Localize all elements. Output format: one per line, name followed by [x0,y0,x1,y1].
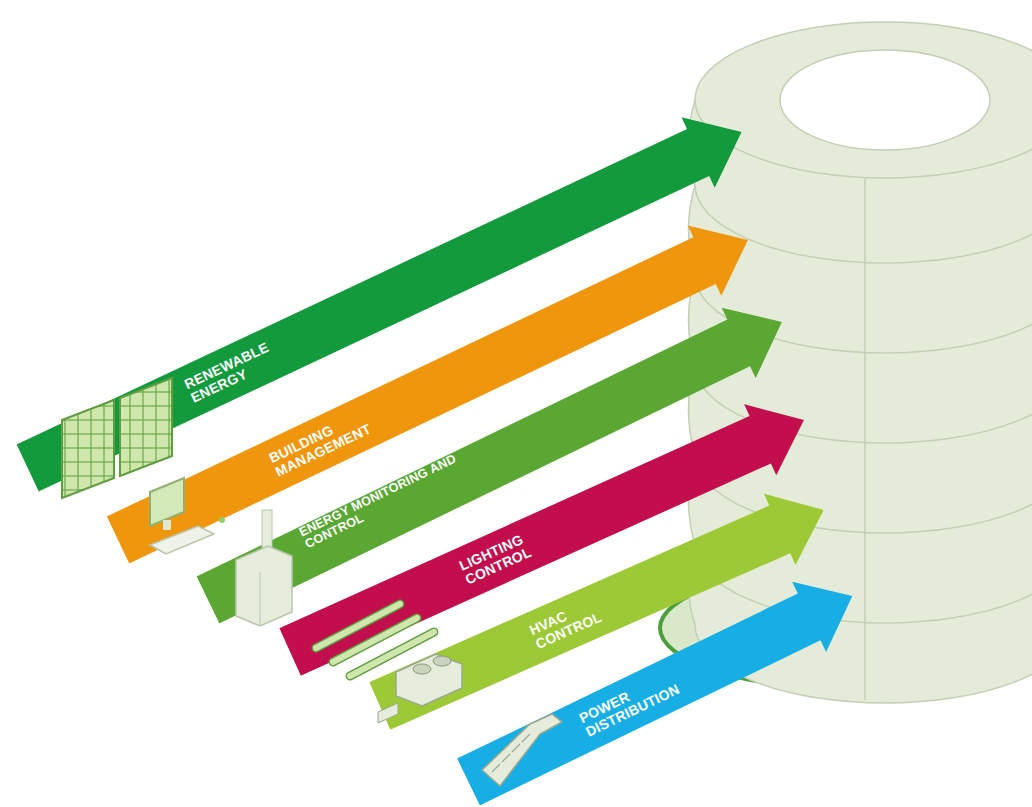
hvac-unit [378,654,462,723]
control-cabinet [236,510,292,626]
arrow-fill [451,561,869,807]
light-tubes [316,604,434,676]
escalator-icon [482,714,562,786]
building-seam [864,178,866,700]
computer-icon [150,478,225,554]
building-core [780,50,990,150]
solar-panels [62,378,172,498]
